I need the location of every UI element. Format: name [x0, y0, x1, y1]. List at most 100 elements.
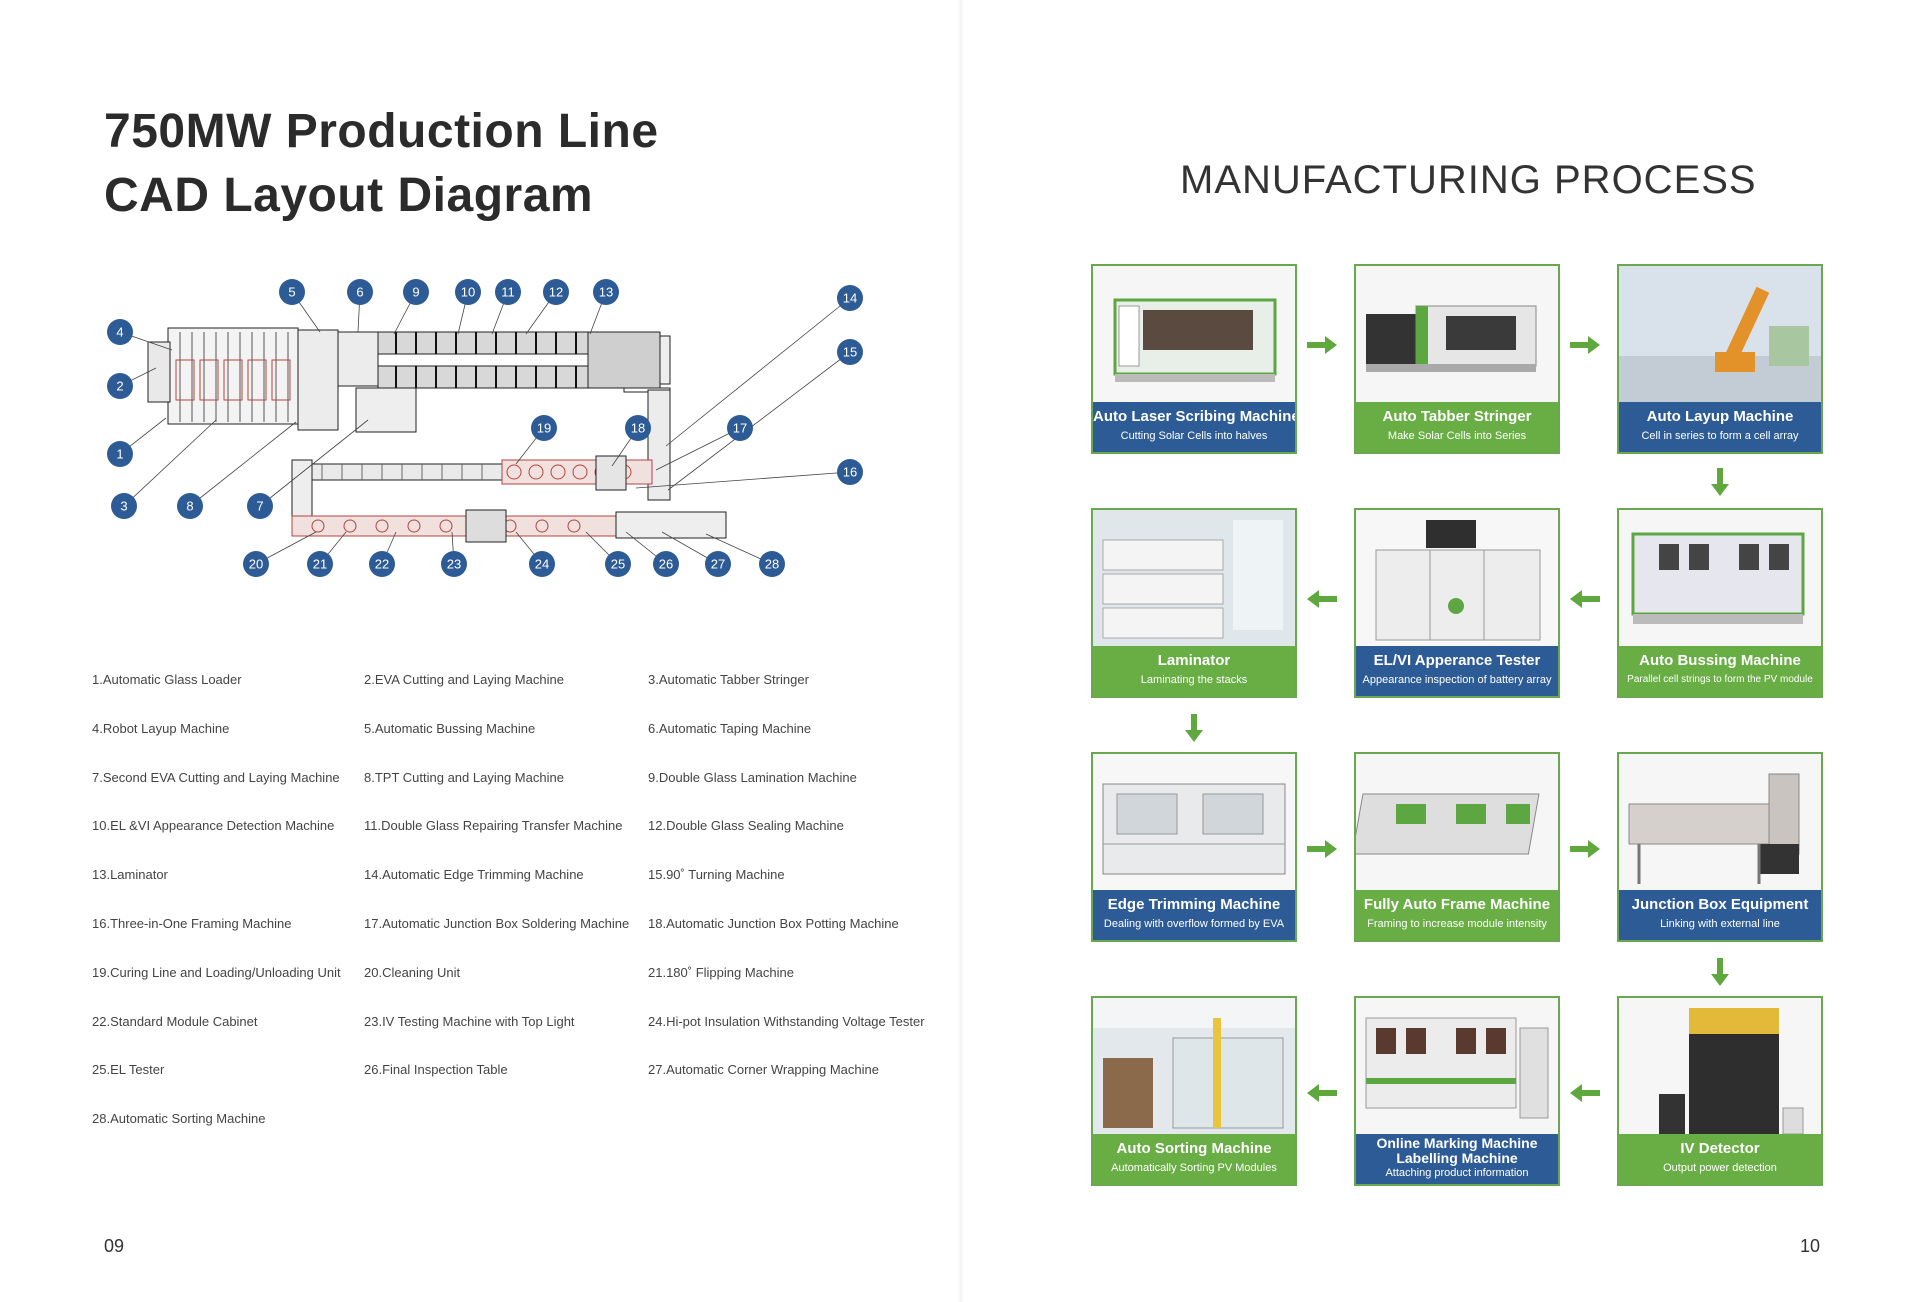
page-number-left: 09 [104, 1236, 125, 1256]
process-caption: IV Detector Output power detection [1619, 1134, 1821, 1184]
callout-6: 6 [347, 279, 373, 305]
arrow-down-icon [1711, 468, 1729, 496]
callout-26: 26 [653, 551, 679, 577]
callout-badges: 1 2 3 4 5 6 7 8 9 10 11 12 13 14 15 16 1… [107, 279, 863, 577]
el-vi-tester-image [1356, 510, 1558, 646]
legend-item: 10.EL &VI Appearance Detection Machine [92, 818, 335, 834]
svg-text:27: 27 [711, 557, 725, 572]
callout-18: 18 [625, 415, 651, 441]
step-subtitle: Framing to increase module intensity [1367, 918, 1547, 930]
legend-item: 17.Automatic Junction Box Soldering Mach… [364, 915, 630, 931]
process-caption: Laminator Laminating the stacks [1093, 646, 1295, 696]
legend-item: 20.Cleaning Unit [364, 964, 461, 980]
legend-item: 7.Second EVA Cutting and Laying Machine [92, 769, 340, 785]
legend-item: 12.Double Glass Sealing Machine [648, 818, 844, 834]
callout-25: 25 [605, 551, 631, 577]
legend-item: 22.Standard Module Cabinet [92, 1013, 258, 1029]
step-subtitle: Laminating the stacks [1140, 674, 1248, 686]
svg-text:5: 5 [288, 285, 295, 300]
callout-20: 20 [243, 551, 269, 577]
svg-text:20: 20 [249, 557, 263, 572]
arrow-right-icon [1570, 840, 1600, 858]
step-title: Auto Bussing Machine [1639, 652, 1801, 669]
arrow-down-icon [1185, 714, 1203, 742]
legend-item: 25.EL Tester [92, 1062, 165, 1078]
svg-text:10: 10 [461, 285, 475, 300]
auto-sorting-image [1093, 998, 1295, 1134]
process-card-iv-detector: IV Detector Output power detection [1617, 996, 1823, 1186]
process-caption: EL/VI Apperance Tester Appearance inspec… [1356, 646, 1558, 696]
process-card-junction-box: Junction Box Equipment Linking with exte… [1617, 752, 1823, 942]
process-card-bussing: Auto Bussing Machine Parallel cell strin… [1617, 508, 1823, 698]
svg-text:26: 26 [659, 557, 673, 572]
junction-box-equipment-image [1619, 754, 1821, 890]
process-card-frame-machine: Fully Auto Frame Machine Framing to incr… [1354, 752, 1560, 942]
svg-text:21: 21 [313, 557, 327, 572]
arrow-left-icon [1570, 590, 1600, 608]
legend-item: 1.Automatic Glass Loader [92, 672, 242, 687]
arrow-right-icon [1307, 840, 1337, 858]
arrow-left-icon [1570, 1084, 1600, 1102]
legend-item: 18.Automatic Junction Box Potting Machin… [648, 915, 899, 931]
process-caption: Junction Box Equipment Linking with exte… [1619, 890, 1821, 940]
legend-item: 8.TPT Cutting and Laying Machine [364, 769, 564, 785]
callout-1: 1 [107, 441, 133, 467]
step-title: Junction Box Equipment [1631, 896, 1809, 913]
svg-text:22: 22 [375, 557, 389, 572]
svg-text:13: 13 [599, 285, 613, 300]
svg-text:6: 6 [356, 285, 363, 300]
callout-28: 28 [759, 551, 785, 577]
svg-text:17: 17 [733, 421, 747, 436]
bussing-machine-image [1619, 510, 1821, 646]
process-card-online-marking: Online Marking Machine Labelling Machine… [1354, 996, 1560, 1186]
step-title: Auto Sorting Machine [1116, 1140, 1272, 1157]
legend-item: 19.Curing Line and Loading/Unloading Uni… [92, 964, 341, 980]
step-subtitle: Automatically Sorting PV Modules [1111, 1162, 1277, 1174]
callout-17: 17 [727, 415, 753, 441]
step-title: Laminator [1157, 652, 1231, 669]
svg-text:12: 12 [549, 285, 563, 300]
process-card-auto-sorting: Auto Sorting Machine Automatically Sorti… [1091, 996, 1297, 1186]
legend-item: 14.Automatic Edge Trimming Machine [364, 867, 584, 883]
svg-text:3: 3 [120, 499, 127, 514]
step-subtitle: Output power detection [1663, 1162, 1777, 1174]
svg-text:28: 28 [765, 557, 779, 572]
legend-item: 21.180˚ Flipping Machine [648, 964, 794, 980]
callout-3: 3 [111, 493, 137, 519]
legend-item: 5.Automatic Bussing Machine [364, 720, 536, 736]
page-spine [958, 0, 964, 1302]
callout-8: 8 [177, 493, 203, 519]
svg-text:16: 16 [843, 465, 857, 480]
callout-15: 15 [837, 339, 863, 365]
step-title: Auto Layup Machine [1646, 408, 1794, 425]
svg-text:4: 4 [116, 325, 123, 340]
process-caption: Auto Laser Scribing Machine Cutting Sola… [1093, 402, 1295, 452]
legend-item: 4.Robot Layup Machine [92, 720, 230, 736]
step-subtitle: Linking with external line [1660, 918, 1780, 930]
process-caption: Online Marking Machine Labelling Machine… [1356, 1134, 1558, 1184]
step-subtitle: Dealing with overflow formed by EVA [1103, 918, 1285, 930]
laser-scribing-machine-image [1093, 266, 1295, 402]
svg-text:2: 2 [116, 379, 123, 394]
callout-16: 16 [837, 459, 863, 485]
step-title: Fully Auto Frame Machine [1363, 896, 1551, 913]
arrow-right-icon [1307, 336, 1337, 354]
callout-9: 9 [403, 279, 429, 305]
callout-12: 12 [543, 279, 569, 305]
step-title: Auto Laser Scribing Machine [1093, 408, 1297, 425]
cad-layout-diagram: 1 2 3 4 5 6 7 8 9 10 11 12 13 14 15 16 1… [107, 279, 863, 577]
callout-4: 4 [107, 319, 133, 345]
callout-19: 19 [531, 415, 557, 441]
process-caption: Auto Tabber Stringer Make Solar Cells in… [1356, 402, 1558, 452]
legend-item: 16.Three-in-One Framing Machine [92, 915, 292, 931]
legend-item: 15.90˚ Turning Machine [648, 867, 785, 883]
online-marking-image [1356, 998, 1558, 1134]
arrow-left-icon [1307, 590, 1337, 608]
callout-11: 11 [495, 279, 521, 305]
page-number-right: 10 [1800, 1236, 1821, 1256]
iv-detector-image [1619, 998, 1821, 1134]
layup-robot-image [1619, 266, 1821, 402]
process-card-edge-trimming: Edge Trimming Machine Dealing with overf… [1091, 752, 1297, 942]
tabber-stringer-image [1356, 266, 1558, 402]
callout-10: 10 [455, 279, 481, 305]
